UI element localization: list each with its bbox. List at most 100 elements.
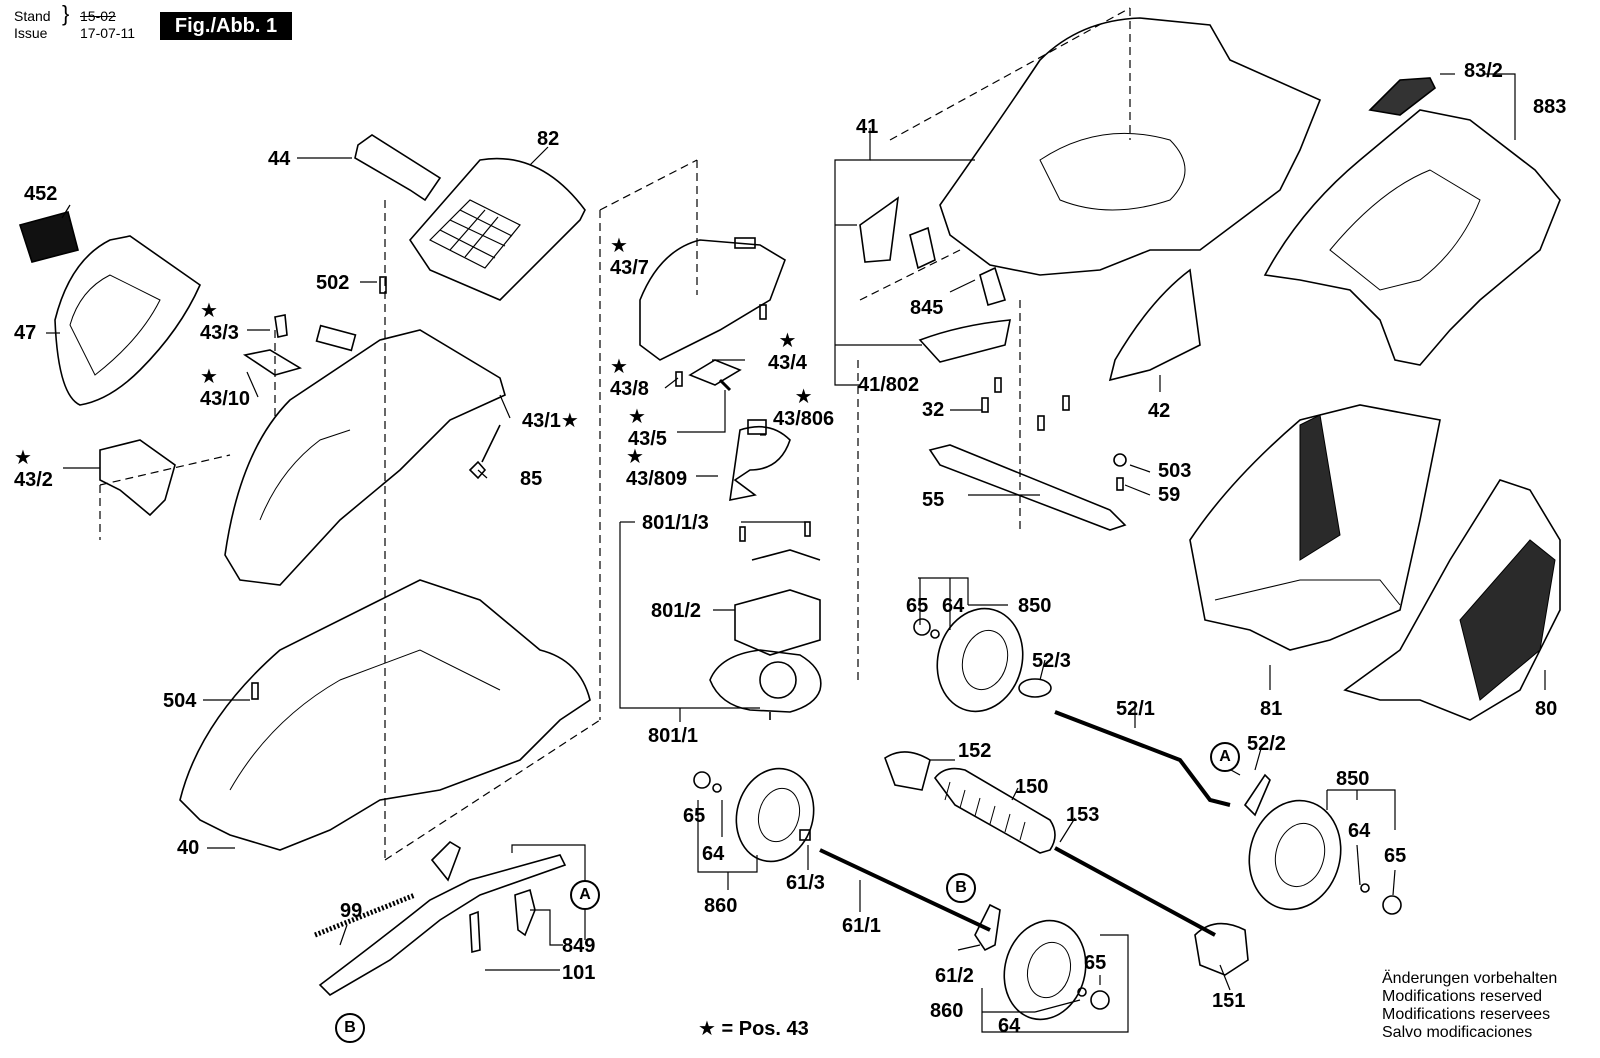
tag-43-10-plate bbox=[315, 324, 357, 352]
label-59: 59 bbox=[1158, 484, 1181, 506]
clip-845-a bbox=[909, 226, 936, 270]
clip-845-b bbox=[979, 266, 1007, 306]
label-101: 101 bbox=[562, 962, 596, 984]
label-43-8: ★ 43/8 bbox=[610, 356, 649, 400]
label-43-806: ★ 43/806 bbox=[773, 386, 835, 430]
label-883: 883 bbox=[1533, 96, 1567, 118]
cover-47 bbox=[54, 235, 201, 406]
bolt-59 bbox=[1116, 477, 1124, 491]
label-64-d: 64 bbox=[1348, 820, 1371, 842]
label-52-3: 52/3 bbox=[1032, 650, 1071, 672]
stand-label: Stand bbox=[14, 8, 51, 24]
label-65-b: 65 bbox=[1084, 952, 1107, 974]
bolt-61-3 bbox=[799, 829, 811, 841]
grassbox-81 bbox=[1189, 404, 1441, 651]
deck-41 bbox=[939, 17, 1322, 276]
screw-32-c bbox=[1037, 415, 1045, 431]
label-52-2: 52/2 bbox=[1247, 733, 1286, 755]
shaft-153 bbox=[1054, 846, 1216, 937]
label-55: 55 bbox=[922, 489, 945, 511]
bracket-61-2 bbox=[974, 903, 1001, 952]
label-801-1: 801/1 bbox=[648, 725, 699, 747]
modifications-de: Änderungen vorbehalten bbox=[1382, 970, 1558, 987]
latch-101-a bbox=[514, 888, 536, 937]
label-43-2: ★ 43/2 bbox=[14, 447, 53, 491]
callout-a-left: A bbox=[570, 880, 600, 910]
label-845: 845 bbox=[910, 297, 944, 319]
clip-41 bbox=[859, 196, 900, 263]
main-deck-40 bbox=[179, 579, 591, 851]
lid-keypad bbox=[428, 199, 521, 269]
lid-82 bbox=[408, 157, 586, 301]
wheel-850-b bbox=[1248, 799, 1342, 911]
label-504: 504 bbox=[163, 690, 197, 712]
grassbox-lid-883 bbox=[1263, 109, 1561, 366]
label-41-802: 41/802 bbox=[858, 374, 920, 396]
label-849: 849 bbox=[562, 935, 596, 957]
label-64-b: 64 bbox=[998, 1015, 1021, 1037]
label-43-10: ★ 43/10 bbox=[200, 366, 251, 410]
spring-85 bbox=[468, 460, 487, 480]
label-83-2: 83/2 bbox=[1464, 60, 1503, 82]
new-date: 17-07-11 bbox=[80, 25, 136, 41]
part-43-3 bbox=[274, 314, 288, 338]
label-43-4: ★ 43/4 bbox=[768, 330, 807, 374]
label-65-d: 65 bbox=[1384, 845, 1407, 867]
label-801-2: 801/2 bbox=[651, 600, 702, 622]
washer-64-b bbox=[1077, 987, 1087, 997]
roller-end-152 bbox=[884, 751, 931, 791]
wheel-860-b bbox=[1003, 919, 1087, 1021]
label-860-a: 860 bbox=[704, 895, 738, 917]
label-850-a: 850 bbox=[1018, 595, 1052, 617]
label-43-809: ★ 43/809 bbox=[626, 446, 688, 490]
screw-32-d bbox=[1062, 395, 1070, 411]
modifications-note: Änderungen vorbehalten Modifications res… bbox=[1382, 970, 1557, 1042]
callout-b-left: B bbox=[335, 1013, 365, 1043]
label-452: 452 bbox=[24, 183, 58, 205]
label-47: 47 bbox=[14, 322, 37, 344]
label-81: 81 bbox=[1260, 698, 1283, 720]
grip-44 bbox=[354, 134, 442, 202]
axle-61-1 bbox=[819, 848, 991, 932]
handle-83-2 bbox=[1368, 77, 1437, 116]
latch-101-b bbox=[469, 910, 481, 954]
modifications-en: Modifications reserved bbox=[1382, 988, 1543, 1005]
deflector-41-802 bbox=[918, 319, 1011, 363]
label-850-b: 850 bbox=[1336, 768, 1370, 790]
label-64-a: 64 bbox=[702, 843, 725, 865]
label-153: 153 bbox=[1066, 804, 1100, 826]
spring-43-5 bbox=[718, 378, 732, 392]
label-151: 151 bbox=[1212, 990, 1246, 1012]
side-panel-80 bbox=[1343, 479, 1561, 721]
switch-housing-43-7 bbox=[639, 239, 786, 361]
clip-43-2 bbox=[99, 439, 176, 517]
screw-32-b bbox=[981, 397, 989, 413]
blade-55 bbox=[928, 444, 1127, 531]
label-43-5: ★ 43/5 bbox=[628, 406, 667, 450]
label-61-2: 61/2 bbox=[935, 965, 974, 987]
cap-65-b bbox=[1090, 990, 1110, 1010]
label-41: 41 bbox=[856, 116, 879, 138]
modifications-fr: Modifications reservees bbox=[1382, 1006, 1551, 1023]
cap-65-d bbox=[1382, 895, 1402, 915]
washer-503 bbox=[1113, 453, 1127, 467]
washer-64-a2 bbox=[712, 783, 722, 793]
label-152: 152 bbox=[958, 740, 992, 762]
label-61-1: 61/1 bbox=[842, 915, 881, 937]
label-43-7: ★ 43/7 bbox=[610, 235, 649, 279]
screw-32-a bbox=[994, 377, 1002, 393]
cable-43-806 bbox=[729, 425, 791, 502]
bearing-52-3 bbox=[1018, 678, 1052, 698]
label-32: 32 bbox=[922, 399, 945, 421]
grassbox-81-mesh bbox=[1299, 414, 1341, 561]
label-99: 99 bbox=[340, 900, 363, 922]
part-43-10 bbox=[242, 349, 303, 376]
old-date: 15-02 bbox=[80, 8, 116, 24]
screw-504 bbox=[251, 682, 259, 700]
side-panel-80-mesh bbox=[1459, 539, 1556, 701]
label-150: 150 bbox=[1015, 776, 1049, 798]
motor-801-1 bbox=[709, 649, 822, 713]
switch-43-4 bbox=[688, 359, 742, 386]
label-42: 42 bbox=[1148, 400, 1171, 422]
cap-65-a bbox=[913, 618, 931, 636]
